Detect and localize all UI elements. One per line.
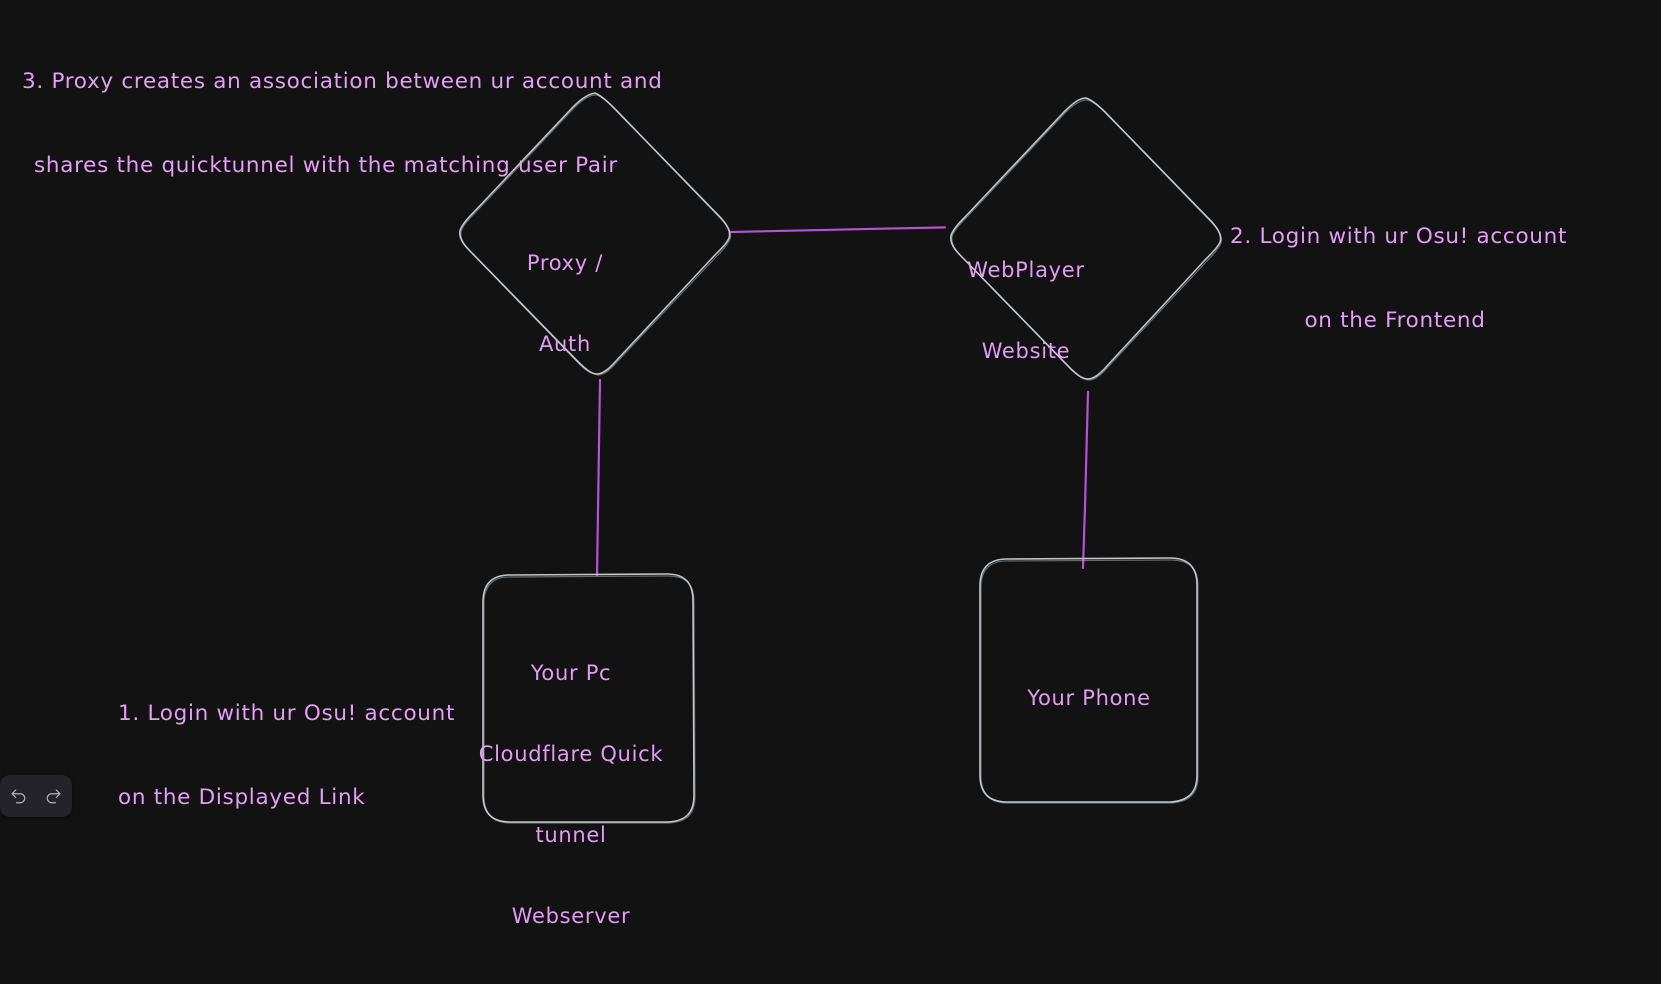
node-label-your-phone-line-1: Your Phone [1027,686,1151,710]
node-label-webplayer-website-line-2: Website [981,339,1071,363]
redo-button[interactable] [40,782,68,810]
node-label-webplayer-website[interactable]: WebPlayer Website [950,203,1102,419]
note-3-line-2: shares the quicktunnel with the matching… [34,153,618,178]
note-1-login-displayed-link[interactable]: 1. Login with ur Osu! account on the Dis… [118,644,458,868]
note-3-proxy-association[interactable]: 3. Proxy creates an association between … [22,12,722,236]
connector-proxy-to-webplayer[interactable] [729,226,947,234]
node-label-proxy-auth-line-2: Auth [538,332,592,356]
node-label-proxy-auth[interactable]: Proxy / Auth [495,196,635,412]
excalidraw-canvas[interactable]: 3. Proxy creates an association between … [0,0,1661,928]
note-1-line-1: 1. Login with ur Osu! account [118,701,456,726]
undo-redo-toolbar[interactable] [0,775,72,817]
node-label-your-pc-line-2: Cloudflare Quick [478,742,664,766]
node-label-proxy-auth-line-1: Proxy / [526,251,604,275]
node-label-your-pc-line-3: tunnel [535,823,607,847]
node-label-your-phone[interactable]: Your Phone [1003,631,1175,766]
node-shape-your-pc[interactable] [482,573,696,824]
note-2-line-1: 2. Login with ur Osu! account [1230,224,1568,249]
undo-icon [11,789,26,804]
connector-proxy-to-your-pc[interactable] [595,378,602,577]
node-label-your-pc-line-4: Webserver [511,904,631,928]
note-2-login-frontend[interactable]: 2. Login with ur Osu! account on the Fro… [1230,167,1568,391]
diagram-scene [459,92,1223,824]
note-2-line-2: on the Frontend [1304,308,1486,333]
redo-icon [46,789,61,804]
undo-button[interactable] [4,782,32,810]
node-shape-proxy-auth[interactable] [459,92,732,376]
note-3-line-1: 3. Proxy creates an association between … [22,69,663,94]
node-shape-your-phone[interactable] [979,557,1199,804]
connector-webplayer-to-your-phone[interactable] [1081,390,1090,570]
node-label-your-pc[interactable]: Your Pc Cloudflare Quick tunnel Webserve… [466,606,676,984]
note-1-line-2: on the Displayed Link [118,785,366,810]
node-label-your-pc-line-1: Your Pc [530,661,612,685]
node-shape-webplayer-website[interactable] [950,97,1223,381]
node-label-webplayer-website-line-1: WebPlayer [967,258,1085,282]
